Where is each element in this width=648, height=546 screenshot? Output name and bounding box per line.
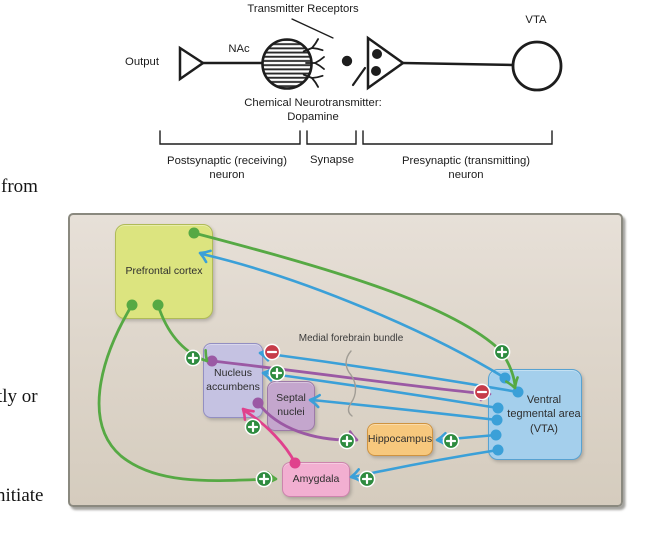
- synapse-bracket: [306, 130, 357, 145]
- nucleus-accumbens-label: Nucleus accumbens: [206, 366, 260, 393]
- chemical-neurotransmitter-label: Chemical Neurotransmitter:: [244, 97, 382, 109]
- postsynaptic-cell-body: [261, 38, 313, 90]
- margin-text-fragment: nitiate: [0, 485, 44, 506]
- vta-box-label: Ventral tegmental area (VTA): [507, 394, 581, 435]
- dopamine-pointer-slash: [351, 66, 367, 87]
- receptor-fork-icon: [302, 38, 324, 55]
- septal-nuclei-label: Septal nuclei: [276, 392, 306, 418]
- medial-forebrain-bundle-label: Medial forebrain bundle: [298, 333, 404, 344]
- postsynaptic-label-line2: neuron: [209, 169, 245, 181]
- presynaptic-label: Presynaptic (transmitting): [401, 155, 531, 167]
- presynaptic-label-line2: neuron: [448, 169, 484, 181]
- vesicle-dot: [372, 49, 382, 59]
- vesicle-dot: [371, 66, 381, 76]
- receptor-pointer-line: [291, 18, 334, 39]
- output-label: Output: [125, 56, 159, 68]
- presynaptic-bracket: [362, 130, 553, 145]
- postsynaptic-label: Postsynaptic (receiving): [167, 155, 287, 167]
- neurotransmitter-dot: [341, 55, 353, 67]
- hippocampus-box: Hippocampus: [367, 423, 433, 456]
- nucleus-accumbens-box: Nucleus accumbens: [203, 343, 263, 418]
- hippocampus-label: Hippocampus: [367, 432, 433, 445]
- receptor-fork-icon: [302, 71, 324, 88]
- receptor-fork-icon: [305, 56, 325, 70]
- septal-nuclei-box: Septal nuclei: [267, 381, 315, 431]
- amygdala-label: Amygdala: [292, 472, 340, 485]
- postsynaptic-bracket: [159, 130, 301, 145]
- dopamine-label: Dopamine: [287, 111, 339, 123]
- presynaptic-axon-line: [401, 61, 515, 67]
- amygdala-box: Amygdala: [282, 462, 350, 497]
- vta-cell-body: [511, 40, 563, 92]
- vta-box: Ventral tegmental area (VTA): [488, 369, 582, 460]
- output-axon-terminal: [178, 45, 206, 82]
- synapse-label: Synapse: [310, 154, 354, 166]
- presynaptic-terminal: [366, 35, 406, 91]
- prefrontal-cortex-label: Prefrontal cortex: [125, 264, 203, 277]
- vta-label: VTA: [525, 14, 547, 26]
- margin-text-fragment: tly or: [0, 386, 38, 407]
- nac-label: NAc: [228, 43, 250, 55]
- transmitter-receptors-label: Transmitter Receptors: [247, 3, 359, 15]
- margin-text-fragment: from: [1, 176, 38, 197]
- prefrontal-cortex-box: Prefrontal cortex: [115, 224, 213, 319]
- synapse-diagram: [159, 18, 563, 145]
